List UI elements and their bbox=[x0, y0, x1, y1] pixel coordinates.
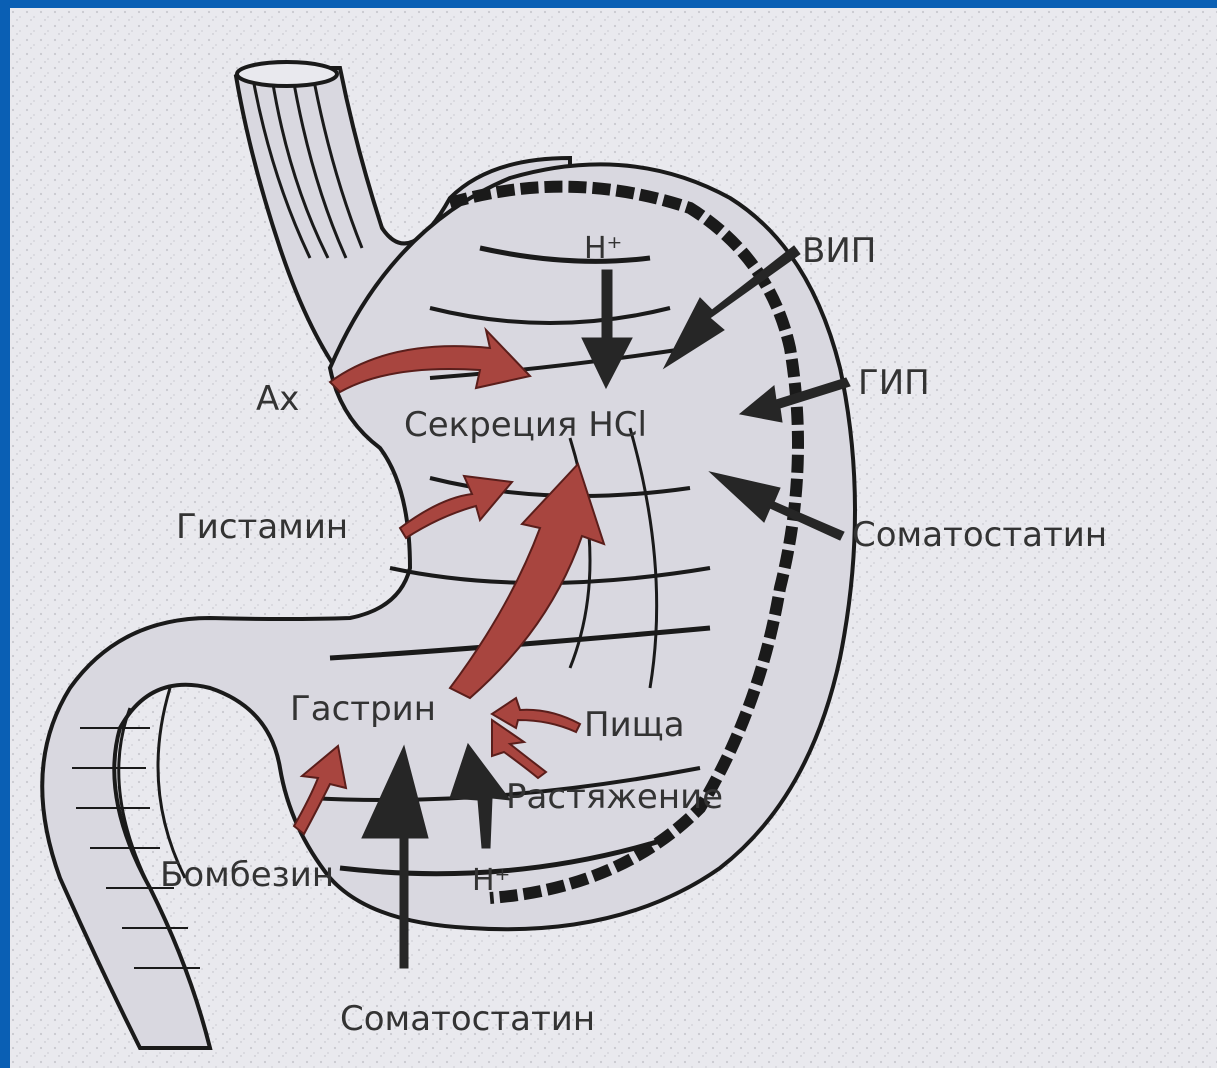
label-somatostatin-bottom: Соматостатин bbox=[340, 999, 595, 1039]
label-h-plus-top: H⁺ bbox=[584, 231, 622, 266]
label-histamine: Гистамин bbox=[176, 507, 348, 547]
label-food: Пища bbox=[584, 705, 685, 745]
label-somatostatin-right: Соматостатин bbox=[852, 515, 1107, 555]
label-vip: ВИП bbox=[802, 231, 876, 271]
label-bombesin: Бомбезин bbox=[160, 855, 334, 895]
diagram-canvas: H⁺ ВИП ГИП Ах Секреция HCl Гистамин Сома… bbox=[10, 8, 1217, 1068]
label-distension: Растяжение bbox=[506, 777, 723, 817]
stomach-diagram: H⁺ ВИП ГИП Ах Секреция HCl Гистамин Сома… bbox=[10, 8, 1217, 1068]
label-secretion-hcl: Секреция HCl bbox=[404, 405, 647, 445]
label-gastrin: Гастрин bbox=[290, 689, 436, 729]
label-ax: Ах bbox=[256, 379, 299, 419]
label-gip: ГИП bbox=[858, 363, 930, 403]
label-h-plus-bottom: H⁺ bbox=[472, 863, 510, 898]
